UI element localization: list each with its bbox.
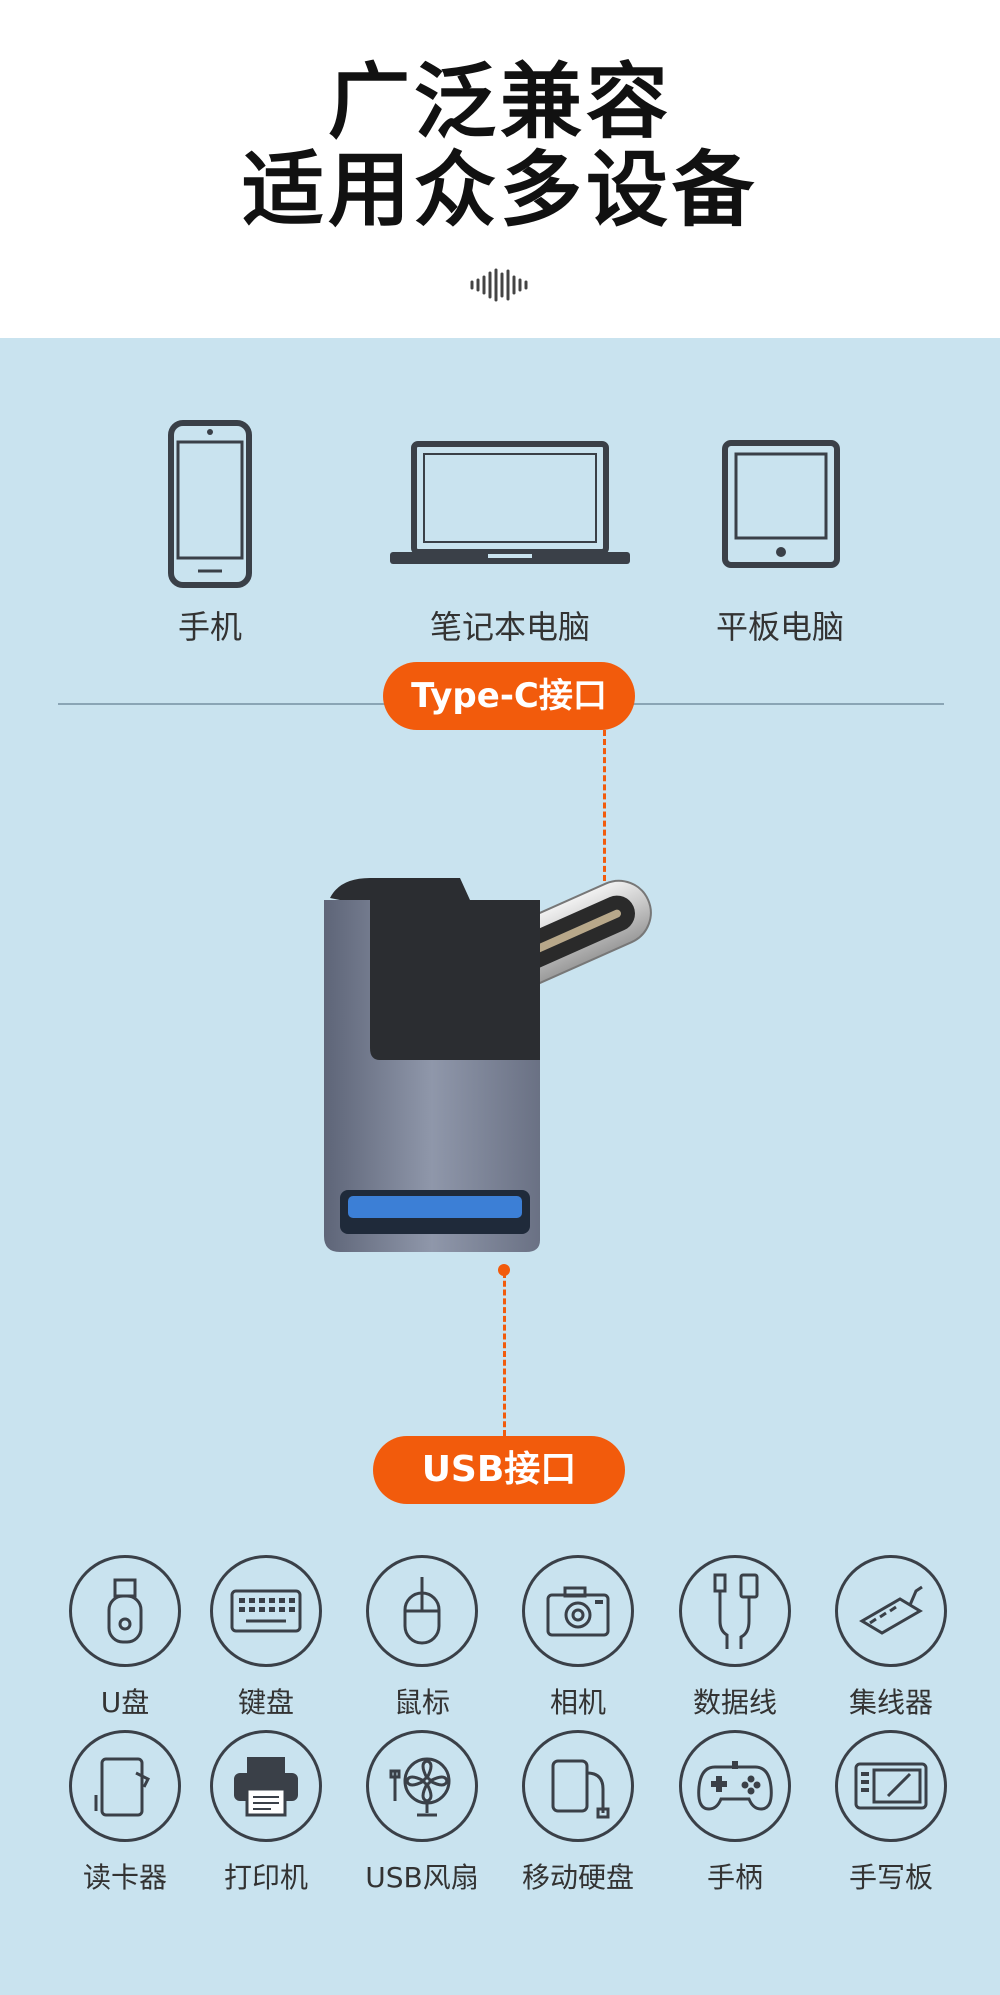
gamepad-icon	[697, 1761, 773, 1811]
hub-icon	[859, 1585, 923, 1635]
laptop-icon	[390, 441, 630, 564]
usb-connector-dot	[498, 1264, 510, 1276]
card-reader-icon	[94, 1757, 151, 1817]
peripheral-hard-drive: 移动硬盘	[513, 1730, 643, 1896]
adapter-image	[324, 878, 652, 1252]
peripheral-camera: 相机	[513, 1555, 643, 1721]
camera-icon	[546, 1586, 610, 1637]
usb-connector-line	[503, 1272, 506, 1436]
typec-connector-line	[603, 730, 606, 890]
device-label-phone: 手机	[177, 608, 242, 646]
peripheral-printer: 打印机	[201, 1730, 331, 1896]
peripheral-cable: 数据线	[670, 1555, 800, 1721]
device-label-tablet: 平板电脑	[715, 608, 844, 646]
fan-icon	[389, 1757, 451, 1817]
page-title: 广泛兼容	[327, 55, 672, 150]
peripheral-gamepad: 手柄	[670, 1730, 800, 1896]
tablet-icon	[722, 440, 840, 568]
cable-icon	[713, 1573, 759, 1649]
hard-drive-icon	[551, 1759, 610, 1819]
soundwave-icon	[470, 268, 528, 302]
peripheral-usb-drive: U盘	[60, 1555, 190, 1721]
drawing-tablet-icon	[854, 1762, 928, 1810]
peripheral-mouse: 鼠标	[357, 1555, 487, 1721]
typec-port-label: Type-C接口	[383, 662, 635, 730]
phone-icon	[168, 420, 252, 588]
peripheral-fan: USB风扇	[357, 1730, 487, 1896]
mouse-icon	[403, 1577, 441, 1645]
printer-icon	[234, 1757, 298, 1817]
peripheral-keyboard: 键盘	[201, 1555, 331, 1721]
usb-drive-icon	[107, 1578, 143, 1644]
page-subtitle: 适用众多设备	[241, 143, 758, 238]
keyboard-icon	[230, 1589, 302, 1633]
peripheral-drawing-tablet: 手写板	[826, 1730, 956, 1896]
peripheral-card-reader: 读卡器	[60, 1730, 190, 1896]
header-section: 广泛兼容 适用众多设备	[0, 0, 1000, 338]
device-label-laptop: 笔记本电脑	[429, 608, 590, 646]
peripheral-hub: 集线器	[826, 1555, 956, 1721]
usb-port-label: USB接口	[373, 1436, 625, 1504]
